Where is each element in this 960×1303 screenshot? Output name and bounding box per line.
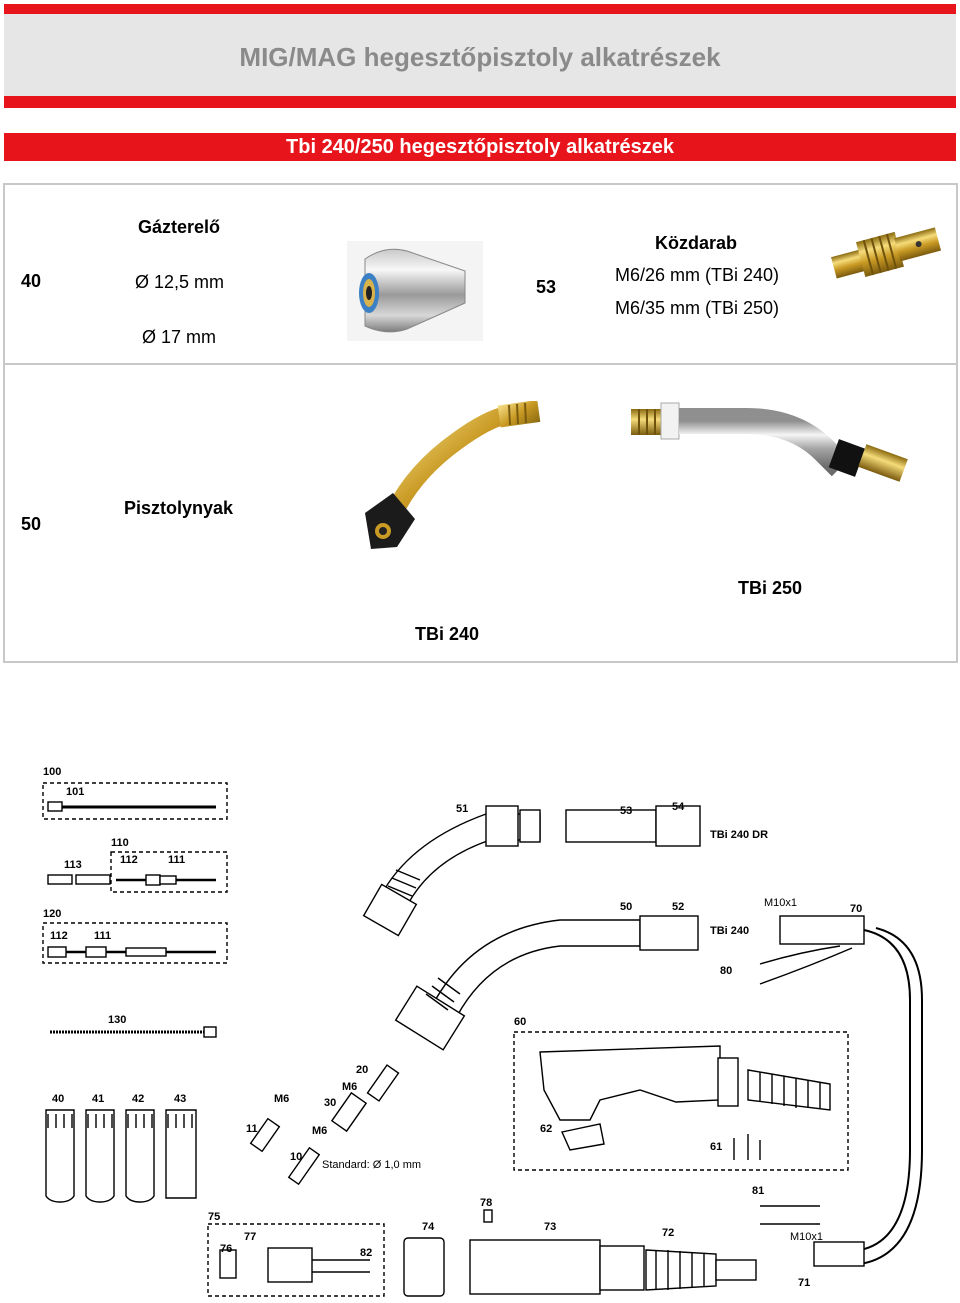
variant-label: TBi 250 [738, 578, 803, 598]
label: 70 [850, 903, 862, 915]
part-number: 53 [536, 277, 557, 297]
part-spec: M6/35 mm (TBi 250) [615, 298, 780, 318]
label: 10 [290, 1151, 302, 1163]
label: 78 [480, 1197, 492, 1209]
liner-130 [50, 1026, 217, 1038]
header-bottom-bar [4, 96, 956, 108]
page-title: MIG/MAG hegesztőpisztoly alkatrészek [239, 42, 721, 72]
subtitle-bar: Tbi 240/250 hegesztőpisztoly alkatrészek [4, 133, 956, 161]
label: 101 [66, 786, 84, 798]
diagram-labels: 100 101 110 112 111 113 120 112 111 130 … [43, 766, 862, 1289]
part-spec: M6/26 mm (TBi 240) [615, 265, 780, 285]
part-name: Gázterelő [138, 217, 221, 237]
parts-row-1: 40 Gázterelő Ø 12,5 mm Ø 17 mm 53 Közdar… [5, 185, 956, 365]
title-box: MIG/MAG hegesztőpisztoly alkatrészek [4, 14, 956, 96]
label: 77 [244, 1231, 256, 1243]
label: M10x1 [764, 897, 797, 909]
handle-parts [403, 1205, 865, 1297]
label: 62 [540, 1123, 552, 1135]
label: 112 [120, 854, 138, 866]
label: 61 [710, 1141, 722, 1153]
label: 80 [720, 965, 732, 977]
label: 54 [672, 801, 685, 813]
label: 30 [324, 1097, 336, 1109]
label: 111 [168, 854, 185, 866]
label: 50 [620, 901, 632, 913]
label: 41 [92, 1093, 104, 1105]
part-name: Közdarab [655, 233, 738, 253]
neck-50-and-cable [394, 915, 923, 1265]
label: 75 [208, 1211, 220, 1223]
label: 74 [422, 1221, 435, 1233]
neck-tbi240-photo [365, 401, 541, 549]
part-name: Pisztolynyak [124, 498, 234, 518]
label: 40 [52, 1093, 64, 1105]
label: 82 [360, 1247, 372, 1259]
label: 120 [43, 908, 61, 920]
tip-adapter-photo [831, 227, 942, 279]
label: 42 [132, 1093, 144, 1105]
neck-tbi250-photo [631, 402, 908, 482]
label: M6 [342, 1081, 357, 1093]
label: M6 [312, 1125, 327, 1137]
label: 51 [456, 803, 468, 815]
page-subtitle: Tbi 240/250 hegesztőpisztoly alkatrészek [286, 136, 674, 158]
parts-table: 40 Gázterelő Ø 12,5 mm Ø 17 mm 53 Közdar… [3, 183, 958, 663]
label: TBi 240 DR [710, 829, 768, 841]
part-spec: Ø 17 mm [142, 327, 217, 347]
part-number: 40 [21, 271, 42, 291]
label: 53 [620, 805, 632, 817]
liner-box-110 [47, 851, 228, 893]
label: M10x1 [790, 1231, 823, 1243]
part-number: 50 [21, 514, 42, 534]
label: 76 [220, 1243, 232, 1255]
label: 11 [246, 1123, 258, 1135]
label: 111 [94, 930, 111, 942]
label: M6 [274, 1093, 289, 1105]
nozzles [45, 1109, 197, 1203]
label: 43 [174, 1093, 186, 1105]
liner-box-120 [42, 922, 228, 964]
handle-box-60 [513, 1031, 849, 1171]
variant-label: TBi 240 [415, 624, 480, 644]
label: 60 [514, 1016, 526, 1028]
header-top-bar [4, 4, 956, 14]
label: 130 [108, 1014, 126, 1026]
label: 112 [50, 930, 68, 942]
label: 73 [544, 1221, 556, 1233]
label: 110 [111, 837, 129, 849]
contact-tips [249, 1064, 400, 1186]
label: 72 [662, 1227, 674, 1239]
part-spec: Ø 12,5 mm [135, 272, 225, 292]
label: Standard: Ø 1,0 mm [322, 1159, 421, 1171]
box-75 [207, 1223, 385, 1297]
neck-51 [362, 805, 701, 937]
label: 81 [752, 1185, 764, 1197]
exploded-diagram: 100 101 110 112 111 113 120 112 111 130 … [42, 766, 923, 1297]
label: 113 [64, 859, 82, 871]
gas-nozzle-photo [347, 241, 483, 341]
label: 52 [672, 901, 684, 913]
liner-box-100 [42, 782, 228, 820]
label: 100 [43, 766, 61, 778]
label: 20 [356, 1064, 368, 1076]
label: 71 [798, 1277, 810, 1289]
label: TBi 240 [710, 925, 749, 937]
